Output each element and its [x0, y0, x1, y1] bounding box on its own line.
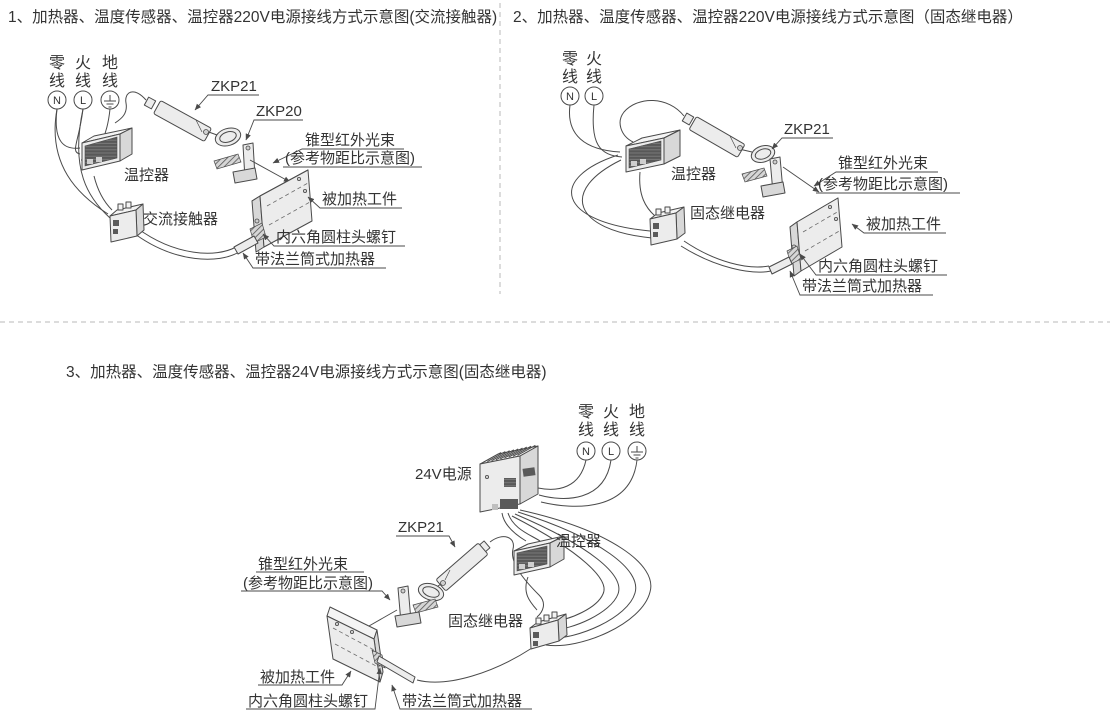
beam-label-line2: (参考物距比示意图)	[285, 149, 415, 167]
zkp21-label: ZKP21	[784, 121, 830, 138]
terminal-letter-n: N	[566, 91, 574, 103]
infrared-beam-line	[782, 166, 820, 193]
panel2-annotations: ZKP21 锥型红外光束 (参考物距比示意图) 被加热工件 内六角圆柱头螺钉 带…	[771, 121, 960, 296]
zkp21-sensor-figure	[143, 96, 212, 142]
zkp21-sensor-figure	[681, 112, 745, 158]
relay-label: 固态继电器	[690, 205, 765, 222]
live-wire-label: 火	[586, 51, 602, 68]
mounting-pad	[412, 598, 439, 614]
controller-label: 温控器	[124, 167, 169, 184]
lens-bracket-figure	[741, 145, 786, 198]
panel1-diagram: 1、加热器、温度传感器、温控器220V电源接线方式示意图(交流接触器) 零 线 …	[8, 7, 497, 269]
heater-label: 带法兰筒式加热器	[802, 278, 922, 295]
terminal-letter-l: L	[80, 95, 86, 107]
workpiece-label: 被加热工件	[322, 191, 397, 208]
power-supply-figure	[479, 444, 539, 513]
live-wire-label: 线	[586, 68, 602, 86]
zkp20-lens-bracket-figure	[213, 127, 258, 184]
live-wire-label: 火	[75, 55, 91, 72]
ac-contactor-figure	[109, 201, 145, 243]
earth-terminal-icon	[100, 90, 120, 110]
neutral-wire-label: 零	[578, 404, 594, 421]
panel2-title: 2、加热器、温度传感器、温控器220V电源接线方式示意图（固态继电器）	[513, 7, 1023, 26]
terminal-letter-n: N	[582, 446, 590, 458]
beam-label-line2: (参考物距比示意图)	[243, 574, 373, 592]
panel1-title: 1、加热器、温度传感器、温控器220V电源接线方式示意图(交流接触器)	[8, 7, 497, 26]
zkp21-label: ZKP21	[398, 519, 444, 536]
panel1-power-terminals: 零 线 火 线 地 线 N L	[47, 54, 120, 110]
earth-terminal-icon	[627, 441, 647, 461]
live-wire-label: 线	[603, 421, 619, 439]
lens-bracket-figure	[394, 582, 445, 628]
controller-label: 温控器	[671, 166, 716, 183]
panel2-power-terminals: 零 线 火 线 N L	[560, 51, 604, 106]
neutral-wire-label: 零	[49, 55, 65, 72]
panel3-annotations: ZKP21 锥型红外光束 (参考物距比示意图) 被加热工件 内六角圆柱头螺钉 带…	[241, 519, 532, 710]
terminal-block-bottom	[500, 499, 518, 509]
panel2-wires	[568, 99, 772, 273]
terminal-letter-n: N	[53, 95, 61, 107]
terminal-block-top	[522, 467, 536, 477]
heater-label: 带法兰筒式加热器	[402, 693, 522, 710]
panel1-wires	[54, 91, 240, 260]
workpiece-label: 被加热工件	[866, 216, 941, 233]
neutral-wire-label: 线	[49, 72, 65, 90]
neutral-wire-label: 线	[578, 421, 594, 439]
earth-wire-label: 地	[102, 54, 118, 72]
live-wire-label: 线	[75, 72, 91, 90]
panel3-power-terminals: 零 线 火 线 地 线 N L	[576, 403, 647, 461]
mounting-pad	[213, 153, 242, 170]
workpiece-figure	[326, 606, 384, 683]
neutral-wire-label: 零	[562, 51, 578, 68]
zkp20-label: ZKP20	[256, 103, 302, 120]
beam-label-line1: 锥型红外光束	[838, 155, 928, 172]
panel2-diagram: 2、加热器、温度传感器、温控器220V电源接线方式示意图（固态继电器） 零 线 …	[513, 7, 1023, 296]
zkp21-label: ZKP21	[211, 78, 257, 95]
screw-label: 内六角圆柱头螺钉	[818, 258, 938, 275]
solid-state-relay-figure	[649, 206, 686, 246]
screw-label: 内六角圆柱头螺钉	[276, 229, 396, 246]
heater-figure	[371, 649, 416, 684]
heater-figure	[233, 222, 267, 255]
heater-label: 带法兰筒式加热器	[255, 251, 375, 268]
neutral-wire-label: 线	[562, 68, 578, 86]
temp-controller-figure	[81, 127, 133, 171]
mounting-pad	[741, 167, 768, 183]
contactor-label: 交流接触器	[143, 210, 218, 228]
zkp21-sensor-figure	[436, 540, 491, 591]
heater-figure	[768, 245, 802, 275]
temp-controller-figure	[625, 129, 681, 173]
workpiece-figure	[789, 197, 843, 277]
beam-label-line1: 锥型红外光束	[305, 132, 395, 149]
earth-wire-label: 线	[102, 72, 118, 90]
infrared-beam-line	[249, 159, 291, 183]
beam-label-line1: 锥型红外光束	[258, 556, 348, 573]
solid-state-relay-figure	[529, 611, 568, 650]
terminal-letter-l: L	[608, 446, 614, 458]
temp-controller-figure	[513, 535, 565, 576]
beam-label-line2: (参考物距比示意图)	[818, 175, 948, 193]
power-supply-label: 24V电源	[415, 466, 472, 483]
controller-label: 温控器	[556, 533, 601, 550]
panel3-diagram: 3、加热器、温度传感器、温控器24V电源接线方式示意图(固态继电器) 零 线 火…	[66, 362, 652, 710]
panel3-title: 3、加热器、温度传感器、温控器24V电源接线方式示意图(固态继电器)	[66, 362, 547, 381]
panel1-annotations: ZKP21 ZKP20 锥型红外光束 (参考物距比示意图) 被加热工件 内六角圆…	[194, 78, 422, 269]
workpiece-label: 被加热工件	[260, 669, 335, 686]
live-wire-label: 火	[603, 404, 619, 421]
terminal-letter-l: L	[591, 91, 597, 103]
earth-wire-label: 线	[629, 421, 645, 439]
screw-label: 内六角圆柱头螺钉	[248, 693, 368, 710]
relay-label: 固态继电器	[448, 613, 523, 630]
earth-wire-label: 地	[629, 403, 645, 421]
